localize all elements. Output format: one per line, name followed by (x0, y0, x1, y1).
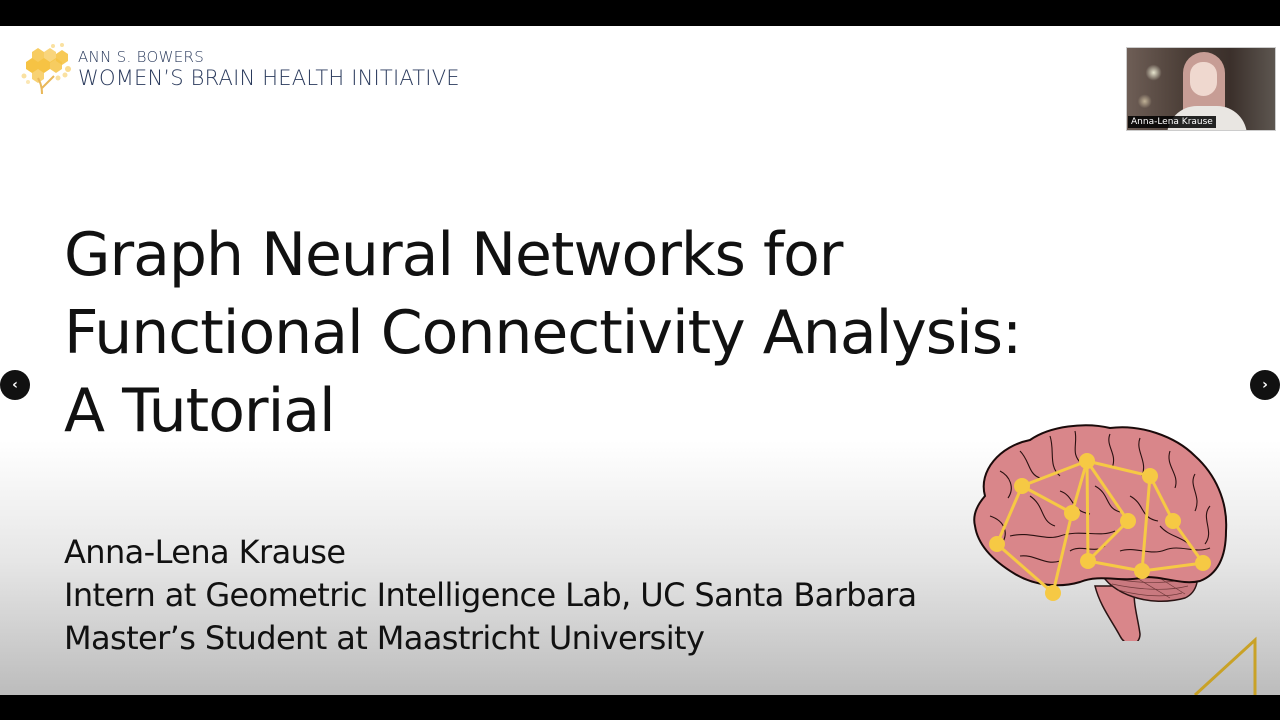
letterbox-top (0, 0, 1280, 26)
letterbox-bottom (0, 695, 1280, 720)
previous-slide-button[interactable]: ‹ (0, 370, 30, 400)
corner-triangle-decoration-icon (1193, 636, 1257, 695)
author-affiliation-1: Intern at Geometric Intelligence Lab, UC… (64, 576, 917, 614)
logo-line-2: WOMEN’S BRAIN HEALTH INITIATIVE (78, 66, 460, 90)
logo-line-1: ANN S. BOWERS (78, 48, 205, 66)
slide-title: Graph Neural Networks for Functional Con… (64, 216, 1022, 450)
title-line-2: Functional Connectivity Analysis: (64, 298, 1022, 368)
author-affiliation-2: Master’s Student at Maastricht Universit… (64, 619, 705, 657)
title-line-1: Graph Neural Networks for (64, 220, 843, 290)
participant-face (1190, 62, 1217, 96)
honeycomb-tree-logo-icon (18, 42, 76, 96)
next-slide-button[interactable]: › (1250, 370, 1280, 400)
author-block: Anna-Lena Krause Intern at Geometric Int… (64, 531, 917, 660)
participant-video-tile[interactable]: Anna-Lena Krause (1126, 47, 1276, 131)
participant-name-label: Anna-Lena Krause (1128, 116, 1216, 128)
brain-network-illustration-icon (973, 424, 1228, 641)
logo: ANN S. BOWERS WOMEN’S BRAIN HEALTH INITI… (18, 42, 460, 96)
presentation-slide: ANN S. BOWERS WOMEN’S BRAIN HEALTH INITI… (0, 26, 1280, 695)
chevron-right-icon: › (1262, 377, 1268, 393)
title-line-3: A Tutorial (64, 376, 336, 446)
chevron-left-icon: ‹ (12, 377, 18, 393)
author-name: Anna-Lena Krause (64, 533, 346, 571)
